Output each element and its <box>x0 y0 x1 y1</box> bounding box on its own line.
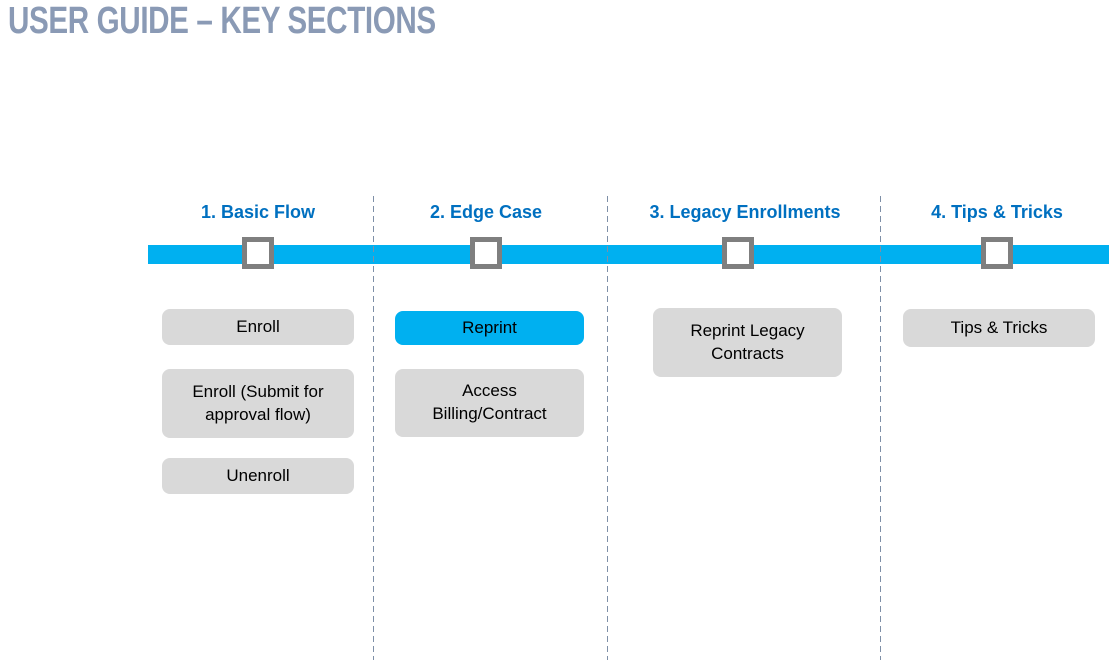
reprint-legacy-contracts-button[interactable]: Reprint Legacy Contracts <box>653 308 842 377</box>
access-billing-contract-button[interactable]: Access Billing/Contract <box>395 369 584 437</box>
timeline-marker-edge-case <box>470 237 502 269</box>
section-divider-2 <box>607 196 608 660</box>
section-divider-1 <box>373 196 374 660</box>
page-title: USER GUIDE – KEY SECTIONS <box>8 0 436 42</box>
enroll-submit-approval-button[interactable]: Enroll (Submit for approval flow) <box>162 369 354 438</box>
section-header-basic-flow: 1. Basic Flow <box>200 202 316 222</box>
timeline-marker-basic-flow <box>242 237 274 269</box>
timeline-bar <box>148 245 1109 264</box>
timeline-marker-legacy-enrollments <box>722 237 754 269</box>
section-divider-3 <box>880 196 881 660</box>
section-header-edge-case: 2. Edge Case <box>429 202 543 222</box>
tips-tricks-button[interactable]: Tips & Tricks <box>903 309 1095 347</box>
reprint-button[interactable]: Reprint <box>395 311 584 345</box>
timeline-marker-tips-tricks <box>981 237 1013 269</box>
section-header-tips-tricks: 4. Tips & Tricks <box>931 202 1063 222</box>
unenroll-button[interactable]: Unenroll <box>162 458 354 494</box>
section-header-legacy-enrollments: 3. Legacy Enrollments <box>649 202 841 222</box>
enroll-button[interactable]: Enroll <box>162 309 354 345</box>
